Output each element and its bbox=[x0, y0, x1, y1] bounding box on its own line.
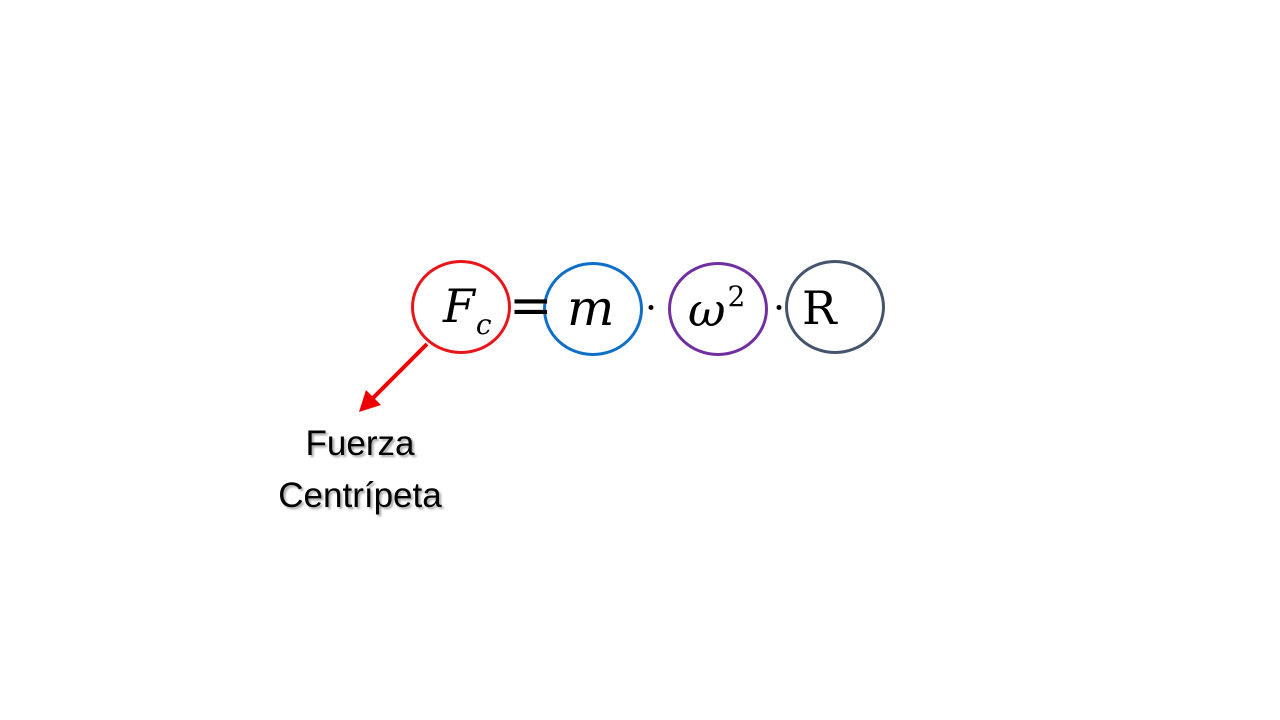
omega-symbol: ω2 bbox=[688, 283, 745, 334]
omega-letter: ω bbox=[688, 283, 726, 337]
annotation-line-1: Fuerza bbox=[305, 424, 415, 463]
mass-ring bbox=[543, 262, 643, 356]
annotation-label: Fuerza Centrípeta bbox=[255, 418, 465, 522]
arrow-head-icon bbox=[359, 390, 381, 412]
omega-superscript: 2 bbox=[727, 280, 746, 313]
force-ring bbox=[411, 260, 511, 354]
force-subscript: c bbox=[475, 308, 492, 341]
omega-ring bbox=[668, 262, 768, 356]
multiply-dot-2: · bbox=[773, 286, 786, 330]
force-symbol: Fc bbox=[443, 283, 492, 339]
radius-symbol: R bbox=[802, 281, 837, 335]
equals-sign: = bbox=[509, 276, 553, 336]
multiply-dot-1: · bbox=[645, 286, 658, 330]
arrow-shaft bbox=[370, 342, 429, 401]
force-letter: F bbox=[443, 279, 475, 333]
annotation-line-2: Centrípeta bbox=[278, 476, 442, 515]
radius-ring bbox=[785, 260, 885, 354]
mass-symbol: m bbox=[567, 279, 615, 337]
